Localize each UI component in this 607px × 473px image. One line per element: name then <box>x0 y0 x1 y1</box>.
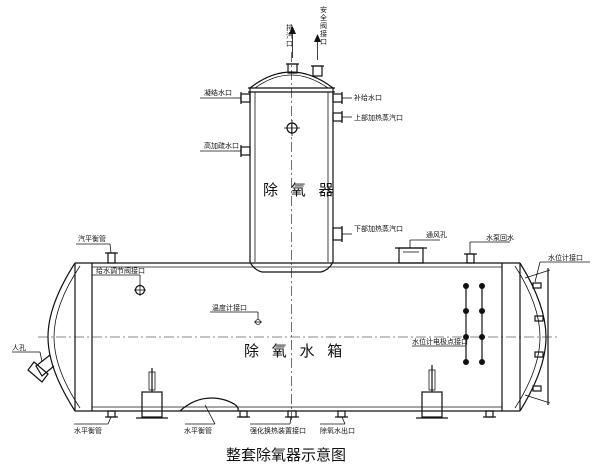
condensate-inlet-nozzle <box>234 92 251 104</box>
label-lower-heating-steam: 下部加热蒸汽口 <box>354 224 403 233</box>
label-safety-2: 全 <box>320 13 327 22</box>
safety-valve-nozzle <box>311 34 324 77</box>
label-safety-4: 接 <box>320 29 327 38</box>
label-thermometer: 温度计接口 <box>212 303 247 312</box>
manhole <box>27 354 55 383</box>
label-safety-5: 口 <box>320 38 327 46</box>
left-saddle-support <box>136 368 168 419</box>
makeup-water-nozzle <box>332 92 343 104</box>
label-water-balance: 水平衡管 <box>74 426 102 435</box>
hp-drain-nozzle <box>234 145 251 157</box>
right-saddle-support <box>416 365 448 419</box>
pump-return-nozzle <box>464 253 477 264</box>
exhaust-nozzle <box>286 26 299 74</box>
label-safety-valve: 安 全 阀 接 口 <box>320 5 329 46</box>
vent-hole-nozzle <box>395 247 427 264</box>
label-exhaust-2: 汽 <box>286 31 293 40</box>
label-manhole: 人孔 <box>12 344 26 352</box>
label-outlet: 除氧水出口 <box>320 426 355 435</box>
label-condensate-in: 凝结水口 <box>204 88 232 97</box>
diagram-caption: 整套除氧器示意图 <box>226 446 346 464</box>
label-exhaust: 排 汽 口 <box>286 23 295 48</box>
feed-valve-symbol <box>134 284 146 296</box>
label-reboiler: 强化换热装置接口 <box>250 426 306 435</box>
label-exhaust-1: 排 <box>286 23 293 32</box>
label-safety-1: 安 <box>320 5 327 14</box>
label-level-gauge: 水位计接口 <box>548 253 583 262</box>
thermometer-symbol <box>254 319 262 325</box>
bottom-nozzles <box>105 410 496 418</box>
level-gauge <box>524 268 551 405</box>
column-manhole-symbol <box>284 120 300 136</box>
label-exhaust-3: 口 <box>286 40 293 48</box>
label-makeup-water: 补给水口 <box>354 93 382 102</box>
steam-balance-nozzle <box>105 252 118 264</box>
label-upper-heating-steam: 上部加热蒸汽口 <box>354 113 403 122</box>
label-vent-hole: 通风孔 <box>426 230 447 239</box>
label-feed-valve: 给水调节阀接口 <box>96 266 145 275</box>
tank-title: 除 氧 水 箱 <box>244 342 346 360</box>
label-pump-return: 水泵回水 <box>486 233 514 242</box>
deaerator-title: 除 氧 器 <box>263 181 338 199</box>
label-water-balance-2: 水平衡管 <box>184 426 212 435</box>
label-steam-balance: 汽平衡管 <box>78 234 106 243</box>
label-hp-drain: 高加疏水口 <box>204 141 239 150</box>
label-level-electrode: 水位计电极点接口 <box>412 337 468 346</box>
reboiler-device <box>179 397 239 412</box>
lower-heating-steam-nozzle <box>332 226 343 242</box>
label-safety-3: 阀 <box>320 21 327 30</box>
upper-heating-steam-nozzle <box>332 111 343 123</box>
level-electrode-assembly <box>463 283 485 365</box>
leader-lines <box>12 97 590 425</box>
